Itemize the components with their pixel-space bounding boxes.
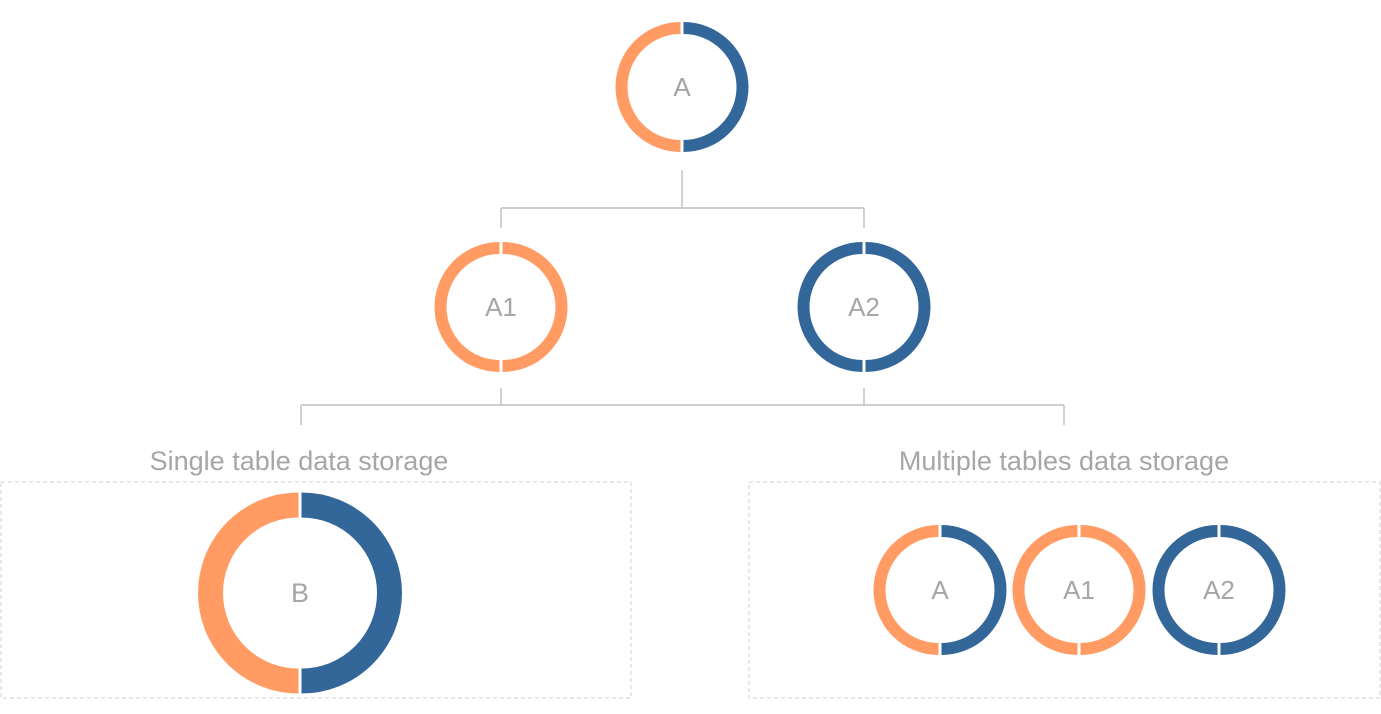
ring-left-half [873, 525, 939, 655]
node-label: A [673, 72, 691, 102]
tree-node-a2: A2 [797, 242, 931, 372]
storage-node-a2: A2 [1152, 525, 1286, 655]
multiple-tables-panel [748, 481, 1381, 699]
ring-left-half [797, 242, 863, 372]
ring-right-half [683, 22, 749, 152]
connectors [300, 170, 1065, 425]
node-label: B [291, 578, 309, 608]
node-label: A1 [485, 292, 517, 322]
single-table-panel [0, 481, 632, 699]
ring-right-half [941, 525, 1007, 655]
single-table-title: Single table data storage [150, 446, 449, 476]
ring-right-half [865, 242, 931, 372]
ring-right-half [301, 492, 402, 694]
ring-left-half [198, 492, 299, 694]
node-label: A1 [1063, 575, 1095, 605]
ring-right-half [1220, 525, 1286, 655]
tree-node-root: A [615, 22, 749, 152]
storage-node-b: B [198, 492, 402, 694]
storage-node-a1: A1 [1012, 525, 1146, 655]
ring-left-half [1152, 525, 1218, 655]
ring-left-half [434, 242, 500, 372]
ring-right-half [1080, 525, 1146, 655]
multiple-tables-title: Multiple tables data storage [899, 446, 1229, 476]
node-label: A2 [1203, 575, 1235, 605]
ring-left-half [615, 22, 681, 152]
ring-right-half [502, 242, 568, 372]
node-label: A [931, 575, 949, 605]
node-label: A2 [848, 292, 880, 322]
ring-left-half [1012, 525, 1078, 655]
tree-node-a1: A1 [434, 242, 568, 372]
storage-node-a: A [873, 525, 1007, 655]
